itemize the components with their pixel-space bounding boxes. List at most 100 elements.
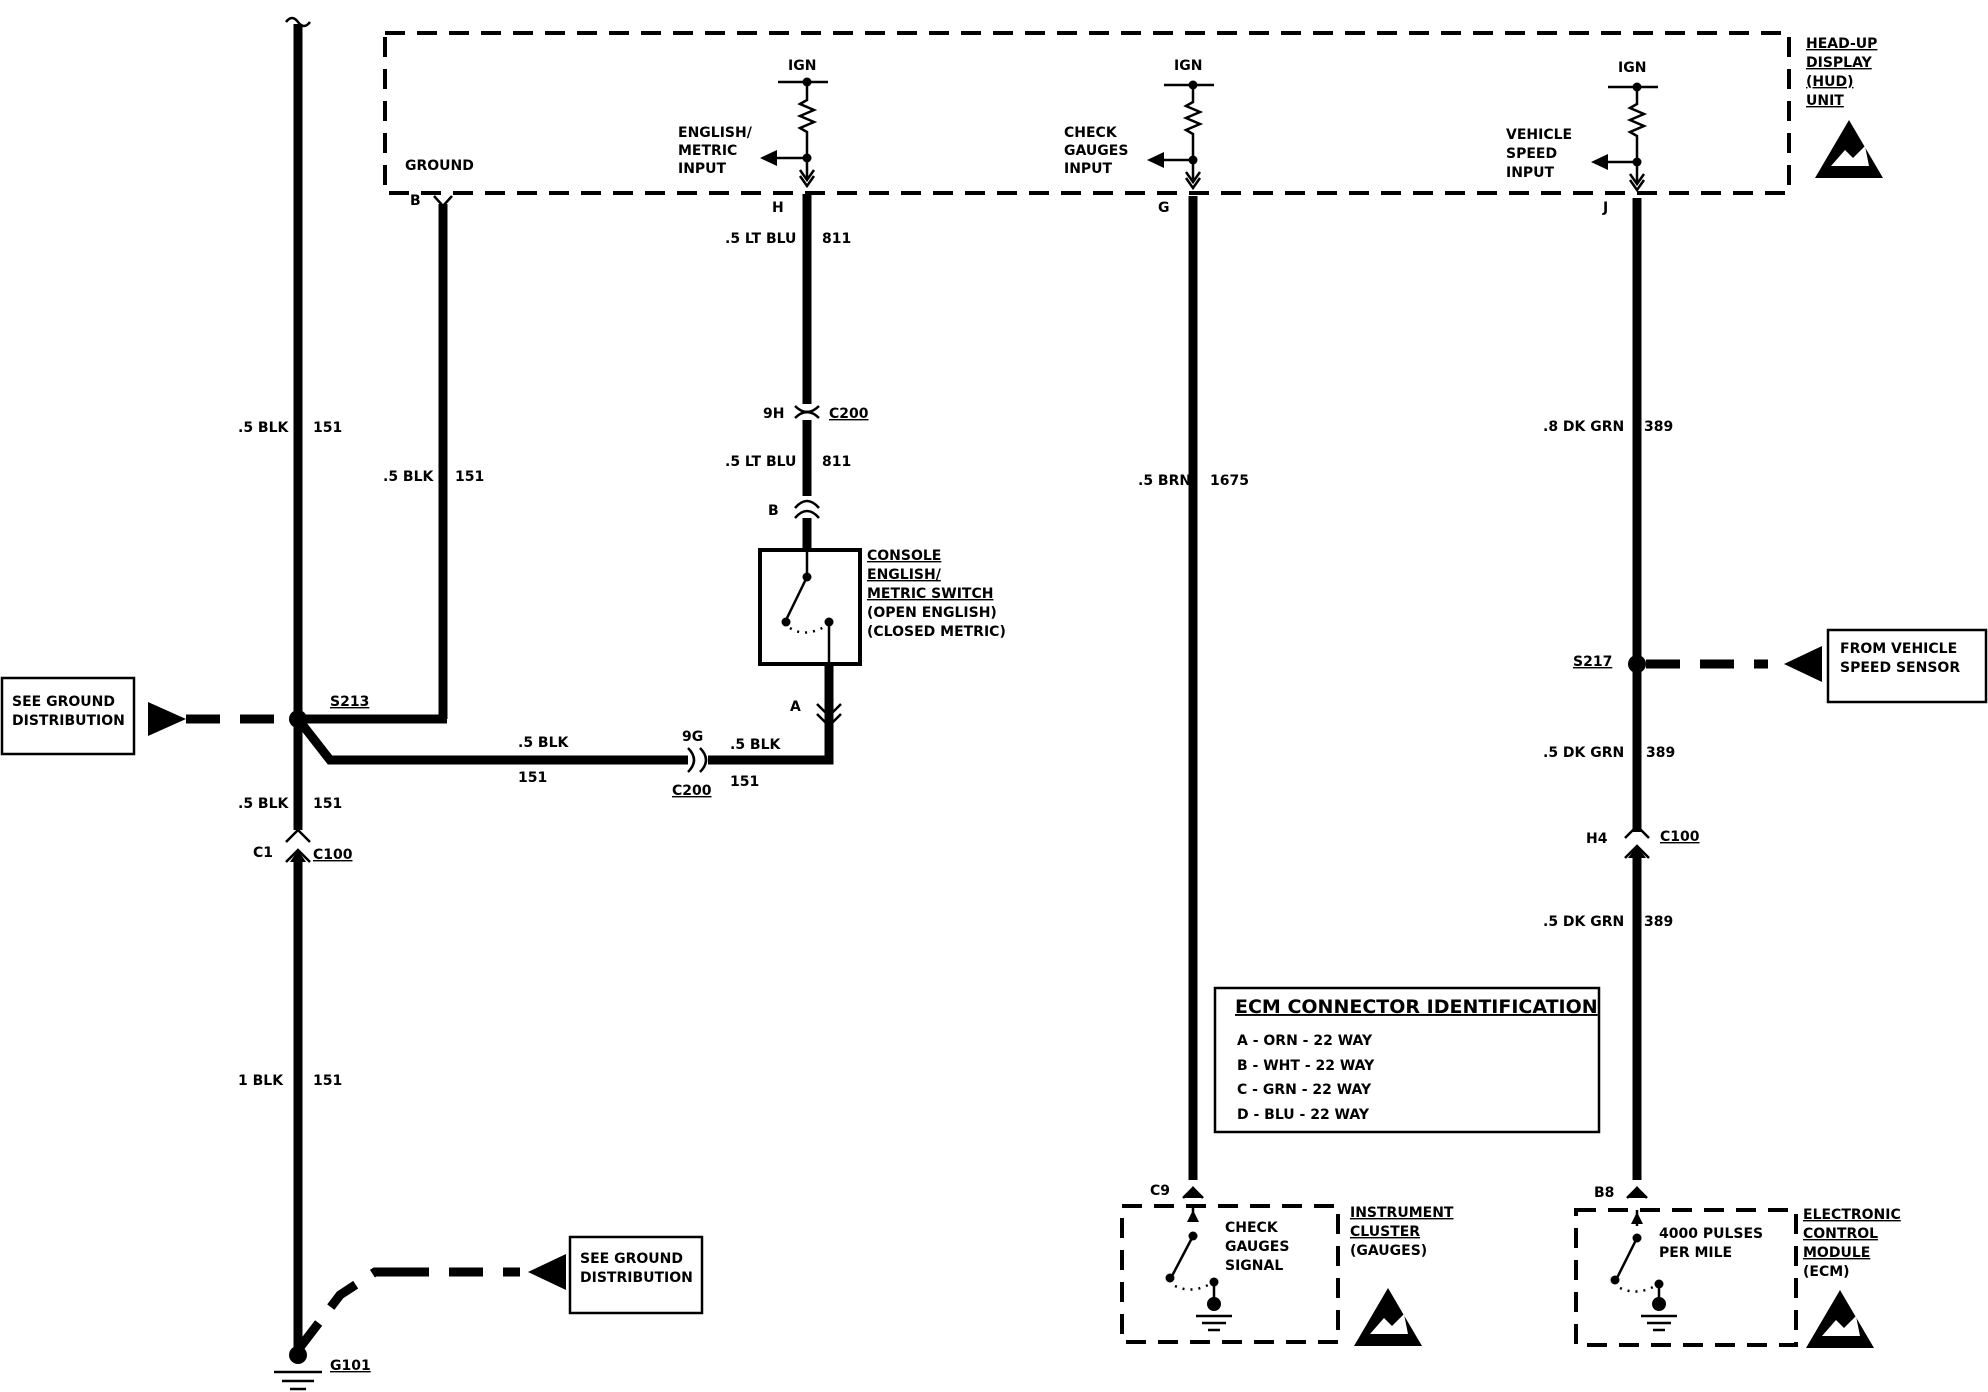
ecm-id-row: B - WHT - 22 WAY bbox=[1237, 1058, 1375, 1074]
esd-warning-icon bbox=[1815, 120, 1883, 178]
wire-circuit: 811 bbox=[822, 231, 851, 247]
ecm-title-line: CONTROL bbox=[1803, 1226, 1878, 1242]
connector-pin: B8 bbox=[1594, 1185, 1614, 1201]
connector-pin: A bbox=[790, 699, 801, 715]
input-label-line: VEHICLE bbox=[1506, 127, 1572, 143]
ecm-id-title: ECM CONNECTOR IDENTIFICATION bbox=[1235, 996, 1598, 1018]
arrow-icon bbox=[528, 1254, 566, 1290]
hud-ground-pin: B bbox=[410, 193, 421, 209]
ign-label: IGN bbox=[788, 58, 816, 74]
hud-ground-label: GROUND bbox=[405, 158, 474, 174]
cluster-title-line: CLUSTER bbox=[1350, 1224, 1420, 1240]
wire-gauge: .5 DK GRN bbox=[1543, 914, 1624, 930]
console-switch bbox=[758, 548, 862, 666]
signal-line: GAUGES bbox=[1225, 1239, 1289, 1255]
splice-label: S213 bbox=[330, 694, 369, 710]
hud-ground-wire bbox=[298, 195, 453, 724]
connector-name: C100 bbox=[1660, 829, 1700, 845]
hud-title-line: HEAD-UP bbox=[1806, 36, 1877, 52]
input-label-line: SPEED bbox=[1506, 146, 1557, 162]
ecm-id-box bbox=[1213, 986, 1601, 1134]
ecm-title-line: ELECTRONIC bbox=[1803, 1207, 1901, 1223]
input-pin: G bbox=[1158, 200, 1170, 216]
ecm-module-box bbox=[1574, 1208, 1798, 1347]
signal-line: CHECK bbox=[1225, 1220, 1279, 1236]
connector-pin: H4 bbox=[1586, 831, 1608, 847]
hud-title-line: (HUD) bbox=[1806, 74, 1854, 90]
switch-label-line: (CLOSED METRIC) bbox=[867, 624, 1006, 640]
ecm-id-row: A - ORN - 22 WAY bbox=[1237, 1033, 1373, 1049]
esd-warning-icon bbox=[1354, 1288, 1422, 1346]
switch-label-line: CONSOLE bbox=[867, 548, 941, 564]
switch-label-line: METRIC SWITCH bbox=[867, 586, 993, 602]
wire-gauge: .5 BLK bbox=[238, 796, 290, 812]
splice-s217 bbox=[1628, 655, 1646, 673]
wire-circuit: 389 bbox=[1644, 914, 1673, 930]
wire-circuit: 151 bbox=[313, 796, 342, 812]
ecm-id-row: D - BLU - 22 WAY bbox=[1237, 1107, 1370, 1123]
hud-title-line: DISPLAY bbox=[1806, 55, 1873, 71]
ecm-switch bbox=[1610, 1210, 1677, 1332]
cluster-title-line: INSTRUMENT bbox=[1350, 1205, 1454, 1221]
ecm-id-row: C - GRN - 22 WAY bbox=[1237, 1082, 1372, 1098]
wire-circuit: 151 bbox=[313, 420, 342, 436]
ref-line: DISTRIBUTION bbox=[12, 713, 125, 729]
wire-gauge: .5 BLK bbox=[383, 469, 435, 485]
connector-name: C200 bbox=[672, 783, 712, 799]
hud-unit-box bbox=[383, 31, 1791, 195]
ref-line: SEE GROUND bbox=[12, 694, 115, 710]
wire-gauge: .5 LT BLU bbox=[725, 231, 796, 247]
wire-circuit: 151 bbox=[313, 1073, 342, 1089]
input-pin: H bbox=[772, 200, 784, 216]
input-label-line: GAUGES bbox=[1064, 143, 1128, 159]
instrument-cluster-box bbox=[1120, 1204, 1340, 1344]
cluster-title-line: (GAUGES) bbox=[1350, 1243, 1427, 1259]
ecm-title-line: MODULE bbox=[1803, 1245, 1870, 1261]
wire-gauge: .5 BLK bbox=[238, 420, 290, 436]
ground-ref-box-lower bbox=[568, 1235, 704, 1315]
wire-circuit: 151 bbox=[518, 770, 547, 786]
input-label-line: CHECK bbox=[1064, 125, 1118, 141]
signal-line: 4000 PULSES bbox=[1659, 1226, 1763, 1242]
wire-gauge: .5 DK GRN bbox=[1543, 745, 1624, 761]
hud-input-check-gauges: IGN CHECK GAUGES INPUT G bbox=[1064, 58, 1214, 216]
wire-circuit: 389 bbox=[1644, 419, 1673, 435]
switch-labels: CONSOLE ENGLISH/ METRIC SWITCH (OPEN ENG… bbox=[867, 548, 1006, 640]
input-label-line: ENGLISH/ bbox=[678, 125, 753, 141]
esd-warning-icon bbox=[1806, 1290, 1874, 1348]
vehicle-speed-wire bbox=[1624, 198, 1650, 1199]
wire-gauge: .5 BRN bbox=[1138, 473, 1191, 489]
connector-name: C100 bbox=[313, 847, 353, 863]
hud-unit-title: HEAD-UP DISPLAY (HUD) UNIT bbox=[1806, 36, 1877, 109]
wire-gauge: .5 BLK bbox=[518, 735, 570, 751]
ground-point-label: G101 bbox=[330, 1358, 371, 1374]
ign-label: IGN bbox=[1618, 60, 1646, 76]
input-label-line: INPUT bbox=[1064, 161, 1113, 177]
input-label-line: INPUT bbox=[678, 161, 727, 177]
wire-circuit: 389 bbox=[1646, 745, 1675, 761]
wire-gauge: .5 LT BLU bbox=[725, 454, 796, 470]
ref-line: DISTRIBUTION bbox=[580, 1270, 693, 1286]
connector-name: C200 bbox=[829, 406, 869, 422]
ref-line: SPEED SENSOR bbox=[1840, 660, 1960, 676]
switch-label-line: (OPEN ENGLISH) bbox=[867, 605, 997, 621]
signal-line: SIGNAL bbox=[1225, 1258, 1283, 1274]
english-metric-wire bbox=[794, 194, 820, 550]
ground-ref-lead-lower bbox=[294, 1267, 395, 1353]
wire-circuit: 151 bbox=[455, 469, 484, 485]
switch-return-wire bbox=[294, 680, 834, 773]
switch-label-line: ENGLISH/ bbox=[867, 567, 942, 583]
ign-label: IGN bbox=[1174, 58, 1202, 74]
arrow-icon bbox=[148, 702, 186, 736]
main-ground-wire bbox=[274, 16, 322, 1391]
splice-label: S217 bbox=[1573, 654, 1612, 670]
connector-pin: 9G bbox=[682, 729, 703, 745]
ref-line: FROM VEHICLE bbox=[1840, 641, 1957, 657]
input-pin: J bbox=[1602, 200, 1608, 216]
input-label-line: METRIC bbox=[678, 143, 737, 159]
connector-pin: B bbox=[768, 503, 779, 519]
arrow-icon bbox=[1784, 646, 1822, 682]
wire-circuit: 151 bbox=[730, 774, 759, 790]
